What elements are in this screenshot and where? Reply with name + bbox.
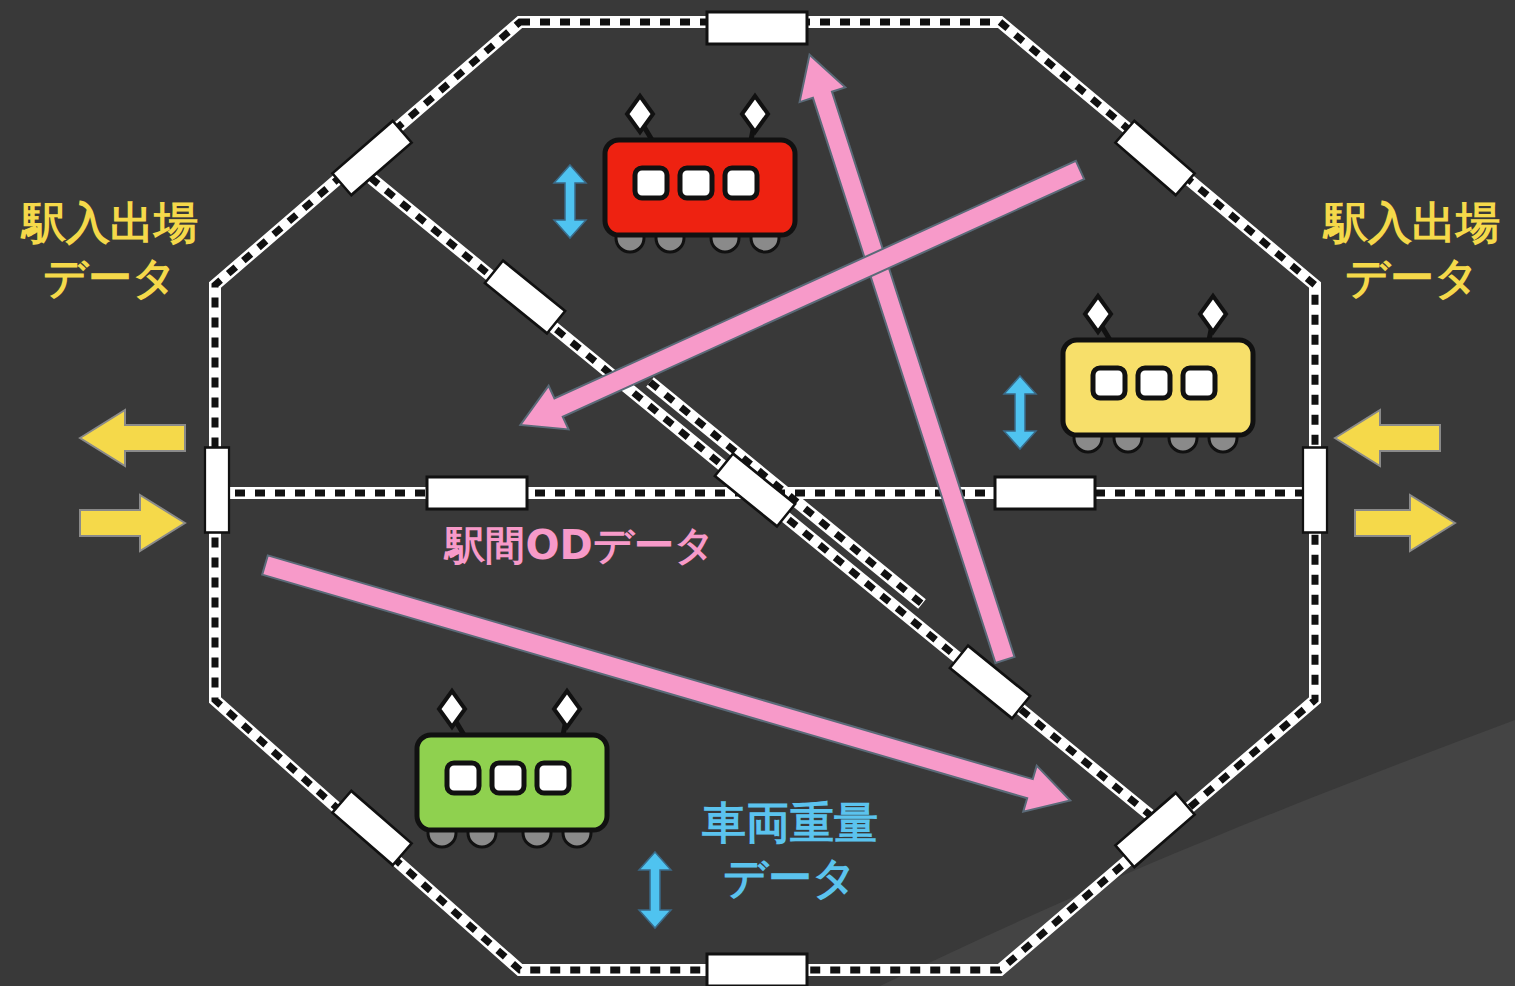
- railway-tracks: [215, 22, 1315, 970]
- label-text: 駅入出場 データ: [22, 197, 198, 303]
- weight-data-label: 車両重量 データ: [695, 795, 884, 905]
- label-text: 車両重量 データ: [702, 797, 878, 903]
- label-text: 駅入出場 データ: [1324, 197, 1500, 303]
- od-arrows: [258, 47, 1090, 823]
- stations: [205, 12, 1327, 986]
- entry-exit-label: 駅入出場 データ: [15, 195, 204, 305]
- label-text: 駅間ODデータ: [445, 522, 714, 568]
- background-swoosh: [880, 720, 1515, 986]
- od-data-label: 駅間ODデータ: [445, 520, 714, 570]
- entry-exit-label: 駅入出場 データ: [1317, 195, 1506, 305]
- entry-exit-arrows: [80, 410, 1455, 551]
